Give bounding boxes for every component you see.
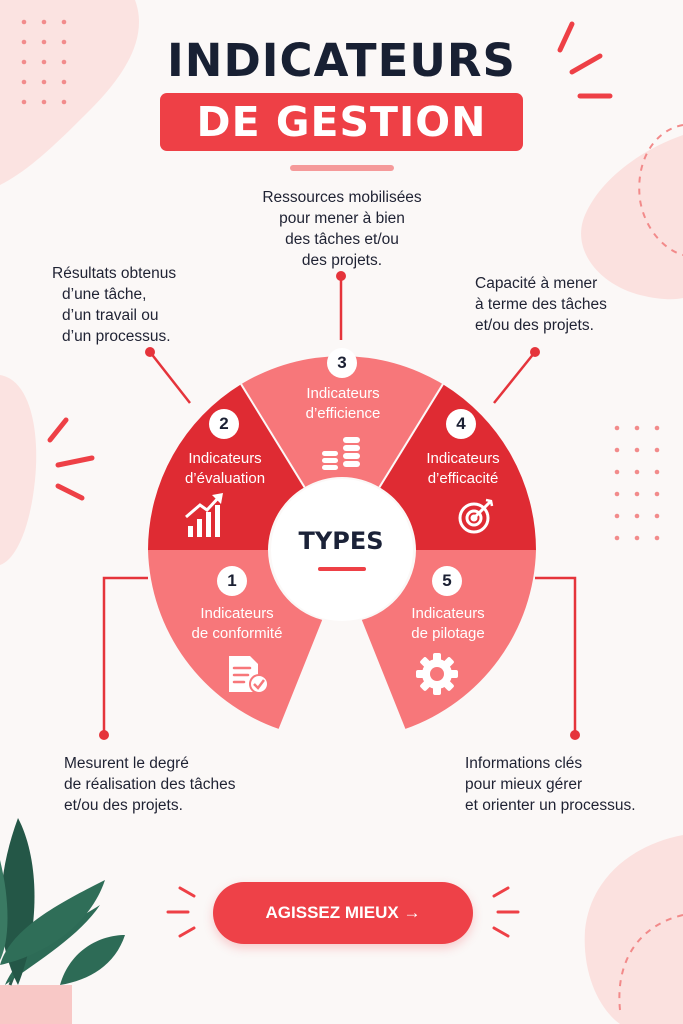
description-4: Capacité à mener à terme des tâches et/o…	[475, 275, 607, 334]
page-title-line1: INDICATEURS	[167, 34, 516, 87]
blob-left-middle	[0, 375, 37, 565]
center-circle	[271, 479, 413, 621]
segment-number-5: 5	[432, 566, 462, 596]
dot-grid-top-left	[21, 19, 67, 105]
blob-top-left	[0, 0, 139, 185]
coin-stack-icon	[322, 437, 360, 470]
segment-4-shape	[379, 384, 536, 550]
segment-number-3: 3	[327, 348, 357, 378]
dot-grid-right	[614, 425, 660, 541]
description-3: Ressources mobilisées pour mener à bien …	[262, 189, 422, 269]
segment-label-5: Indicateurs de pilotage	[411, 605, 485, 642]
segment-label-4: Indicateurs d’efficacité	[426, 450, 500, 487]
description-5: Informations clés pour mieux gérer et or…	[465, 755, 636, 814]
segment-5-shape	[361, 550, 536, 729]
segment-1-shape	[148, 550, 323, 729]
title-underline	[290, 165, 394, 171]
center-types-label: TYPES	[298, 527, 384, 555]
page-title-line2: DE GESTION	[196, 98, 487, 146]
blob-top-right	[581, 135, 683, 300]
plant-illustration	[0, 818, 125, 1024]
connector-lines	[99, 271, 580, 740]
target-icon	[458, 498, 494, 534]
segment-number-4: 4	[446, 409, 476, 439]
dashed-arc-top-right	[638, 124, 683, 256]
gear-icon	[416, 653, 458, 695]
types-ring	[148, 356, 536, 729]
segment-label-2: Indicateurs d’évaluation	[184, 450, 266, 487]
subtitle-banner	[160, 93, 523, 151]
segment-number-1: 1	[217, 566, 247, 596]
segment-2-shape	[148, 384, 305, 550]
description-2: Résultats obtenus d’une tâche, d’un trav…	[52, 265, 177, 345]
center-underline	[318, 567, 366, 571]
blob-bottom-right	[584, 835, 683, 1024]
growth-chart-icon	[185, 493, 223, 537]
segment-label-1: Indicateurs de conformité	[191, 605, 283, 642]
dashed-arc-bottom-right	[618, 914, 683, 1011]
spark-lines-cta-right	[492, 886, 520, 938]
segment-number-2: 2	[209, 409, 239, 439]
spark-lines-left	[47, 417, 95, 501]
cta-button[interactable]: AGISSEZ MIEUX →	[213, 882, 473, 944]
segment-label-3: Indicateurs d’efficience	[305, 385, 381, 422]
spark-lines-cta-left	[166, 886, 196, 938]
spark-lines-top-right	[557, 21, 613, 99]
segment-3-shape	[241, 356, 443, 488]
checklist-document-icon	[229, 656, 269, 694]
description-1: Mesurent le degré de réalisation des tâc…	[64, 755, 236, 814]
